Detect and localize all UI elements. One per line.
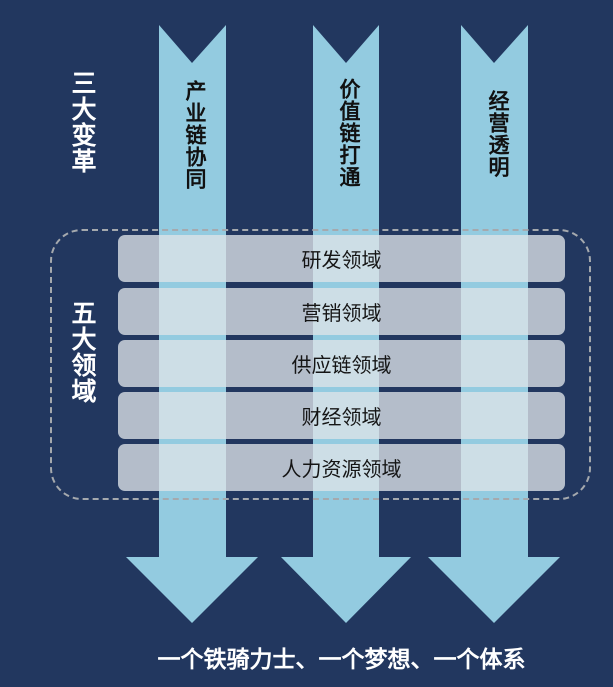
arrow-label-1: 产业链协同 <box>183 80 207 190</box>
arrow-label-2: 价值链打通 <box>337 78 361 188</box>
three-changes-label: 三大变革 <box>68 70 97 174</box>
domain-row-hr: 人力资源领域 <box>118 444 565 491</box>
domain-row-supply-chain: 供应链领域 <box>118 340 565 387</box>
domain-row-finance: 财经领域 <box>118 392 565 439</box>
domain-row-rnd: 研发领域 <box>118 235 565 282</box>
domain-row-marketing: 营销领域 <box>118 288 565 335</box>
five-domains-label: 五大领域 <box>68 300 97 404</box>
arrow-label-3: 经营透明 <box>486 90 510 178</box>
five-domains-group <box>50 229 591 500</box>
bottom-slogan: 一个铁骑力士、一个梦想、一个体系 <box>157 647 526 673</box>
